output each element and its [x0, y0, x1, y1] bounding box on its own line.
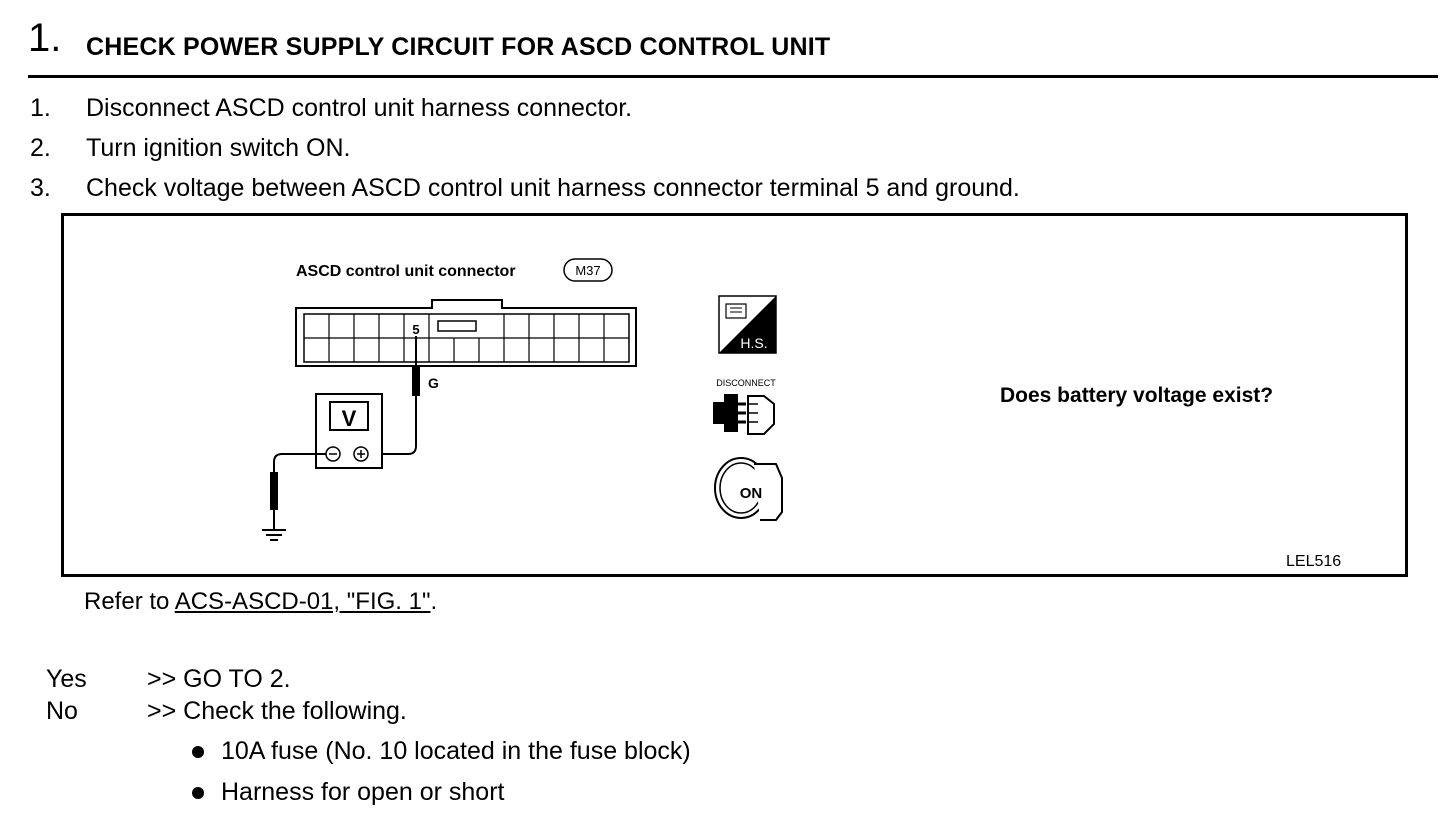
- ground-symbol-icon: [262, 529, 286, 541]
- connector-code: M37: [575, 263, 600, 278]
- reference-link[interactable]: ACS-ASCD-01, "FIG. 1": [174, 588, 431, 615]
- connector-code-badge: [563, 258, 613, 282]
- terminal-number: 5: [412, 322, 419, 337]
- result-label-no: No: [46, 697, 78, 725]
- disconnect-label: DISCONNECT: [716, 378, 776, 388]
- instruction-number: 1.: [30, 94, 51, 122]
- disconnect-connector-icon: [713, 394, 775, 435]
- result-label-yes: Yes: [46, 665, 87, 693]
- instruction-number: 3.: [30, 174, 51, 202]
- check-item: 10A fuse (No. 10 located in the fuse blo…: [221, 737, 691, 765]
- reference-suffix: .: [430, 588, 438, 615]
- harness-connector-icon: [295, 299, 637, 367]
- hs-icon-label: H.S.: [740, 335, 767, 351]
- connector-label: ASCD control unit connector: [296, 263, 516, 280]
- check-item: Harness for open or short: [221, 778, 505, 806]
- result-action-no: >> Check the following.: [147, 697, 407, 725]
- ignition-key-icon: [714, 457, 783, 521]
- result-action-yes: >> GO TO 2.: [147, 665, 291, 693]
- bullet-icon: [192, 787, 204, 799]
- instruction-number: 2.: [30, 134, 51, 162]
- instruction-text: Check voltage between ASCD control unit …: [86, 174, 1020, 202]
- diagram-question: Does battery voltage exist?: [1000, 384, 1273, 407]
- bullet-icon: [192, 746, 204, 758]
- instruction-text: Turn ignition switch ON.: [86, 134, 351, 162]
- diagram-box: ASCD control unit connector M37 5: [61, 213, 1408, 577]
- header-rule: [28, 75, 1438, 78]
- wire-color-label: G: [428, 375, 439, 391]
- ground-probe-icon: [270, 453, 326, 530]
- figure-id: LEL516: [1286, 553, 1341, 570]
- positive-probe-icon: [364, 336, 420, 455]
- step-number: 1.: [28, 16, 62, 60]
- instruction-text: Disconnect ASCD control unit harness con…: [86, 94, 633, 122]
- reference-line: Refer to ACS-ASCD-01, "FIG. 1".: [84, 588, 437, 616]
- step-title: CHECK POWER SUPPLY CIRCUIT FOR ASCD CONT…: [86, 33, 831, 61]
- reference-prefix: Refer to: [84, 588, 175, 615]
- harness-side-icon: [718, 295, 777, 354]
- voltmeter-label: V: [342, 406, 357, 431]
- ignition-on-label: ON: [740, 485, 763, 502]
- diagram-illustration: ASCD control unit connector M37 5: [262, 258, 1341, 570]
- voltmeter-icon: [315, 393, 383, 469]
